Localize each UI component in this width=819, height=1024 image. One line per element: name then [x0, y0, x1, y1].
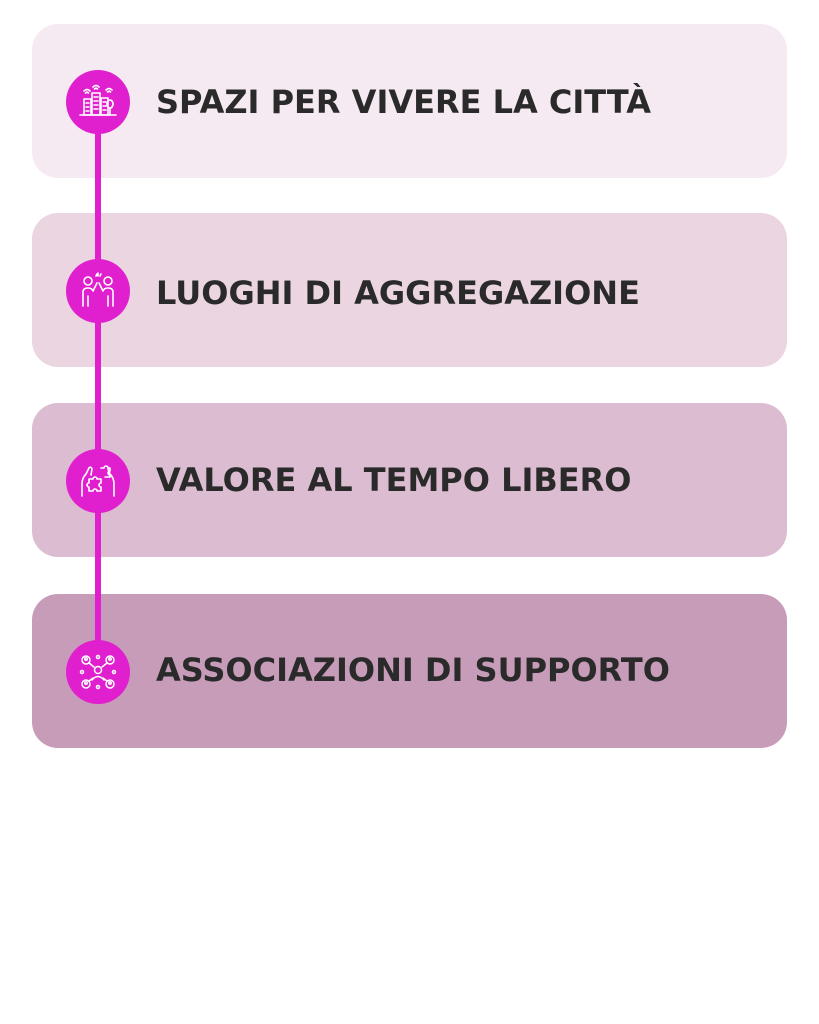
- step-node-4: [66, 640, 130, 704]
- timeline-connector: [95, 100, 101, 672]
- step-node-1: [66, 70, 130, 134]
- puzzle-hands-icon: [81, 465, 115, 497]
- people-network-icon: [79, 654, 117, 690]
- step-label-2: LUOGHI DI AGGREGAZIONE: [156, 274, 640, 312]
- people-high-five-icon: [82, 272, 114, 307]
- step-card-2: [32, 213, 787, 367]
- step-label-4: ASSOCIAZIONI DI SUPPORTO: [156, 651, 670, 689]
- step-card-4: [32, 594, 787, 748]
- step-card-1: [32, 24, 787, 178]
- step-label-1: SPAZI PER VIVERE LA CITTÀ: [156, 83, 651, 121]
- step-node-3: [66, 449, 130, 513]
- step-card-3: [32, 403, 787, 557]
- step-label-3: VALORE AL TEMPO LIBERO: [156, 461, 632, 499]
- step-node-2: [66, 259, 130, 323]
- city-buildings-icon: [79, 84, 117, 116]
